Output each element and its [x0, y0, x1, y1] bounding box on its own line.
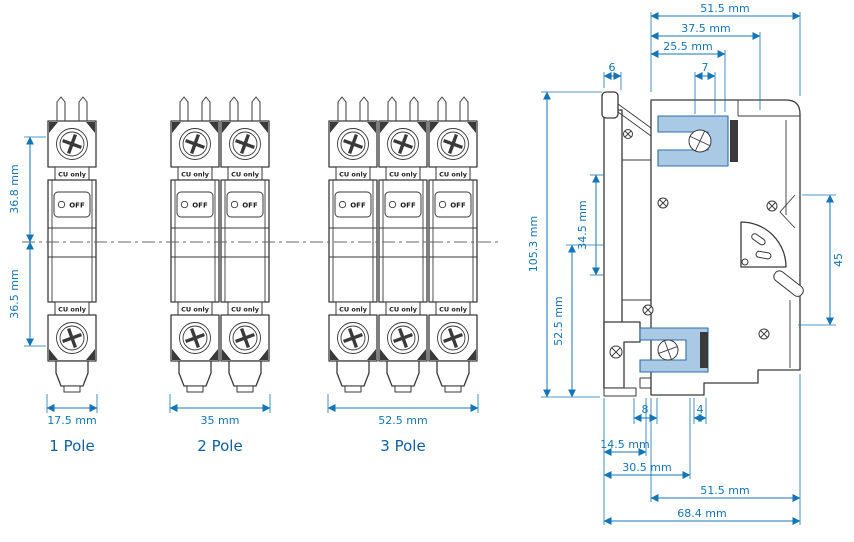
- dim-side-height-overall: 105.3 mm: [527, 216, 540, 272]
- dim-side-top-6: 6: [609, 61, 616, 74]
- front-view-3pole: [328, 96, 478, 393]
- dim-side-top-overall: 51.5 mm: [700, 2, 749, 15]
- rivets: [609, 129, 778, 359]
- dim-side-height-inner: 34.5 mm: [576, 200, 589, 249]
- dim-side-bottom-51-5: 51.5 mm: [700, 484, 749, 497]
- dim-side-height-lower: 52.5 mm: [552, 296, 565, 345]
- dim-front-lower-height: 36.5 mm: [8, 269, 21, 318]
- dim-side-bottom-68-4: 68.4 mm: [677, 507, 726, 520]
- dim-side-bottom-30-5: 30.5 mm: [622, 461, 671, 474]
- dim-side-top-mid: 37.5 mm: [681, 22, 730, 35]
- side-dimensions: 51.5 mm 37.5 mm 25.5 mm 6 7 105.3 mm 52.…: [527, 2, 845, 525]
- top-terminal: [657, 115, 738, 167]
- dim-side-top-inner: 25.5 mm: [663, 40, 712, 53]
- dim-width-3pole: 52.5 mm: [378, 414, 427, 427]
- label-2pole: 2 Pole: [197, 437, 242, 455]
- dim-width-1pole: 17.5 mm: [47, 414, 96, 427]
- label-3pole: 3 Pole: [380, 437, 425, 455]
- toggle-handle: [740, 221, 804, 297]
- din-clip: [603, 321, 641, 389]
- breaker-side-body: [650, 99, 801, 396]
- dim-width-2pole: 35 mm: [201, 414, 240, 427]
- label-1pole: 1 Pole: [49, 437, 94, 455]
- top-hook: [601, 91, 619, 119]
- dim-side-top-7: 7: [702, 61, 709, 74]
- dim-front-upper-height: 36.8 mm: [8, 164, 21, 213]
- side-view: [601, 91, 804, 397]
- front-view-2pole: [170, 96, 270, 393]
- front-height-dimensions: 36.8 mm 36.5 mm: [8, 136, 46, 347]
- dim-side-bottom-14-5: 14.5 mm: [600, 438, 649, 451]
- dim-side-bottom-8: 8: [642, 403, 649, 416]
- bottom-terminal: [639, 327, 709, 373]
- dim-side-handle-45: 45: [832, 253, 845, 267]
- front-view-1pole: [47, 96, 97, 393]
- front-width-dimensions: 17.5 mm 1 Pole 35 mm 2 Pole 52.5 mm 3 Po…: [46, 394, 479, 455]
- dim-side-bottom-4: 4: [697, 403, 704, 416]
